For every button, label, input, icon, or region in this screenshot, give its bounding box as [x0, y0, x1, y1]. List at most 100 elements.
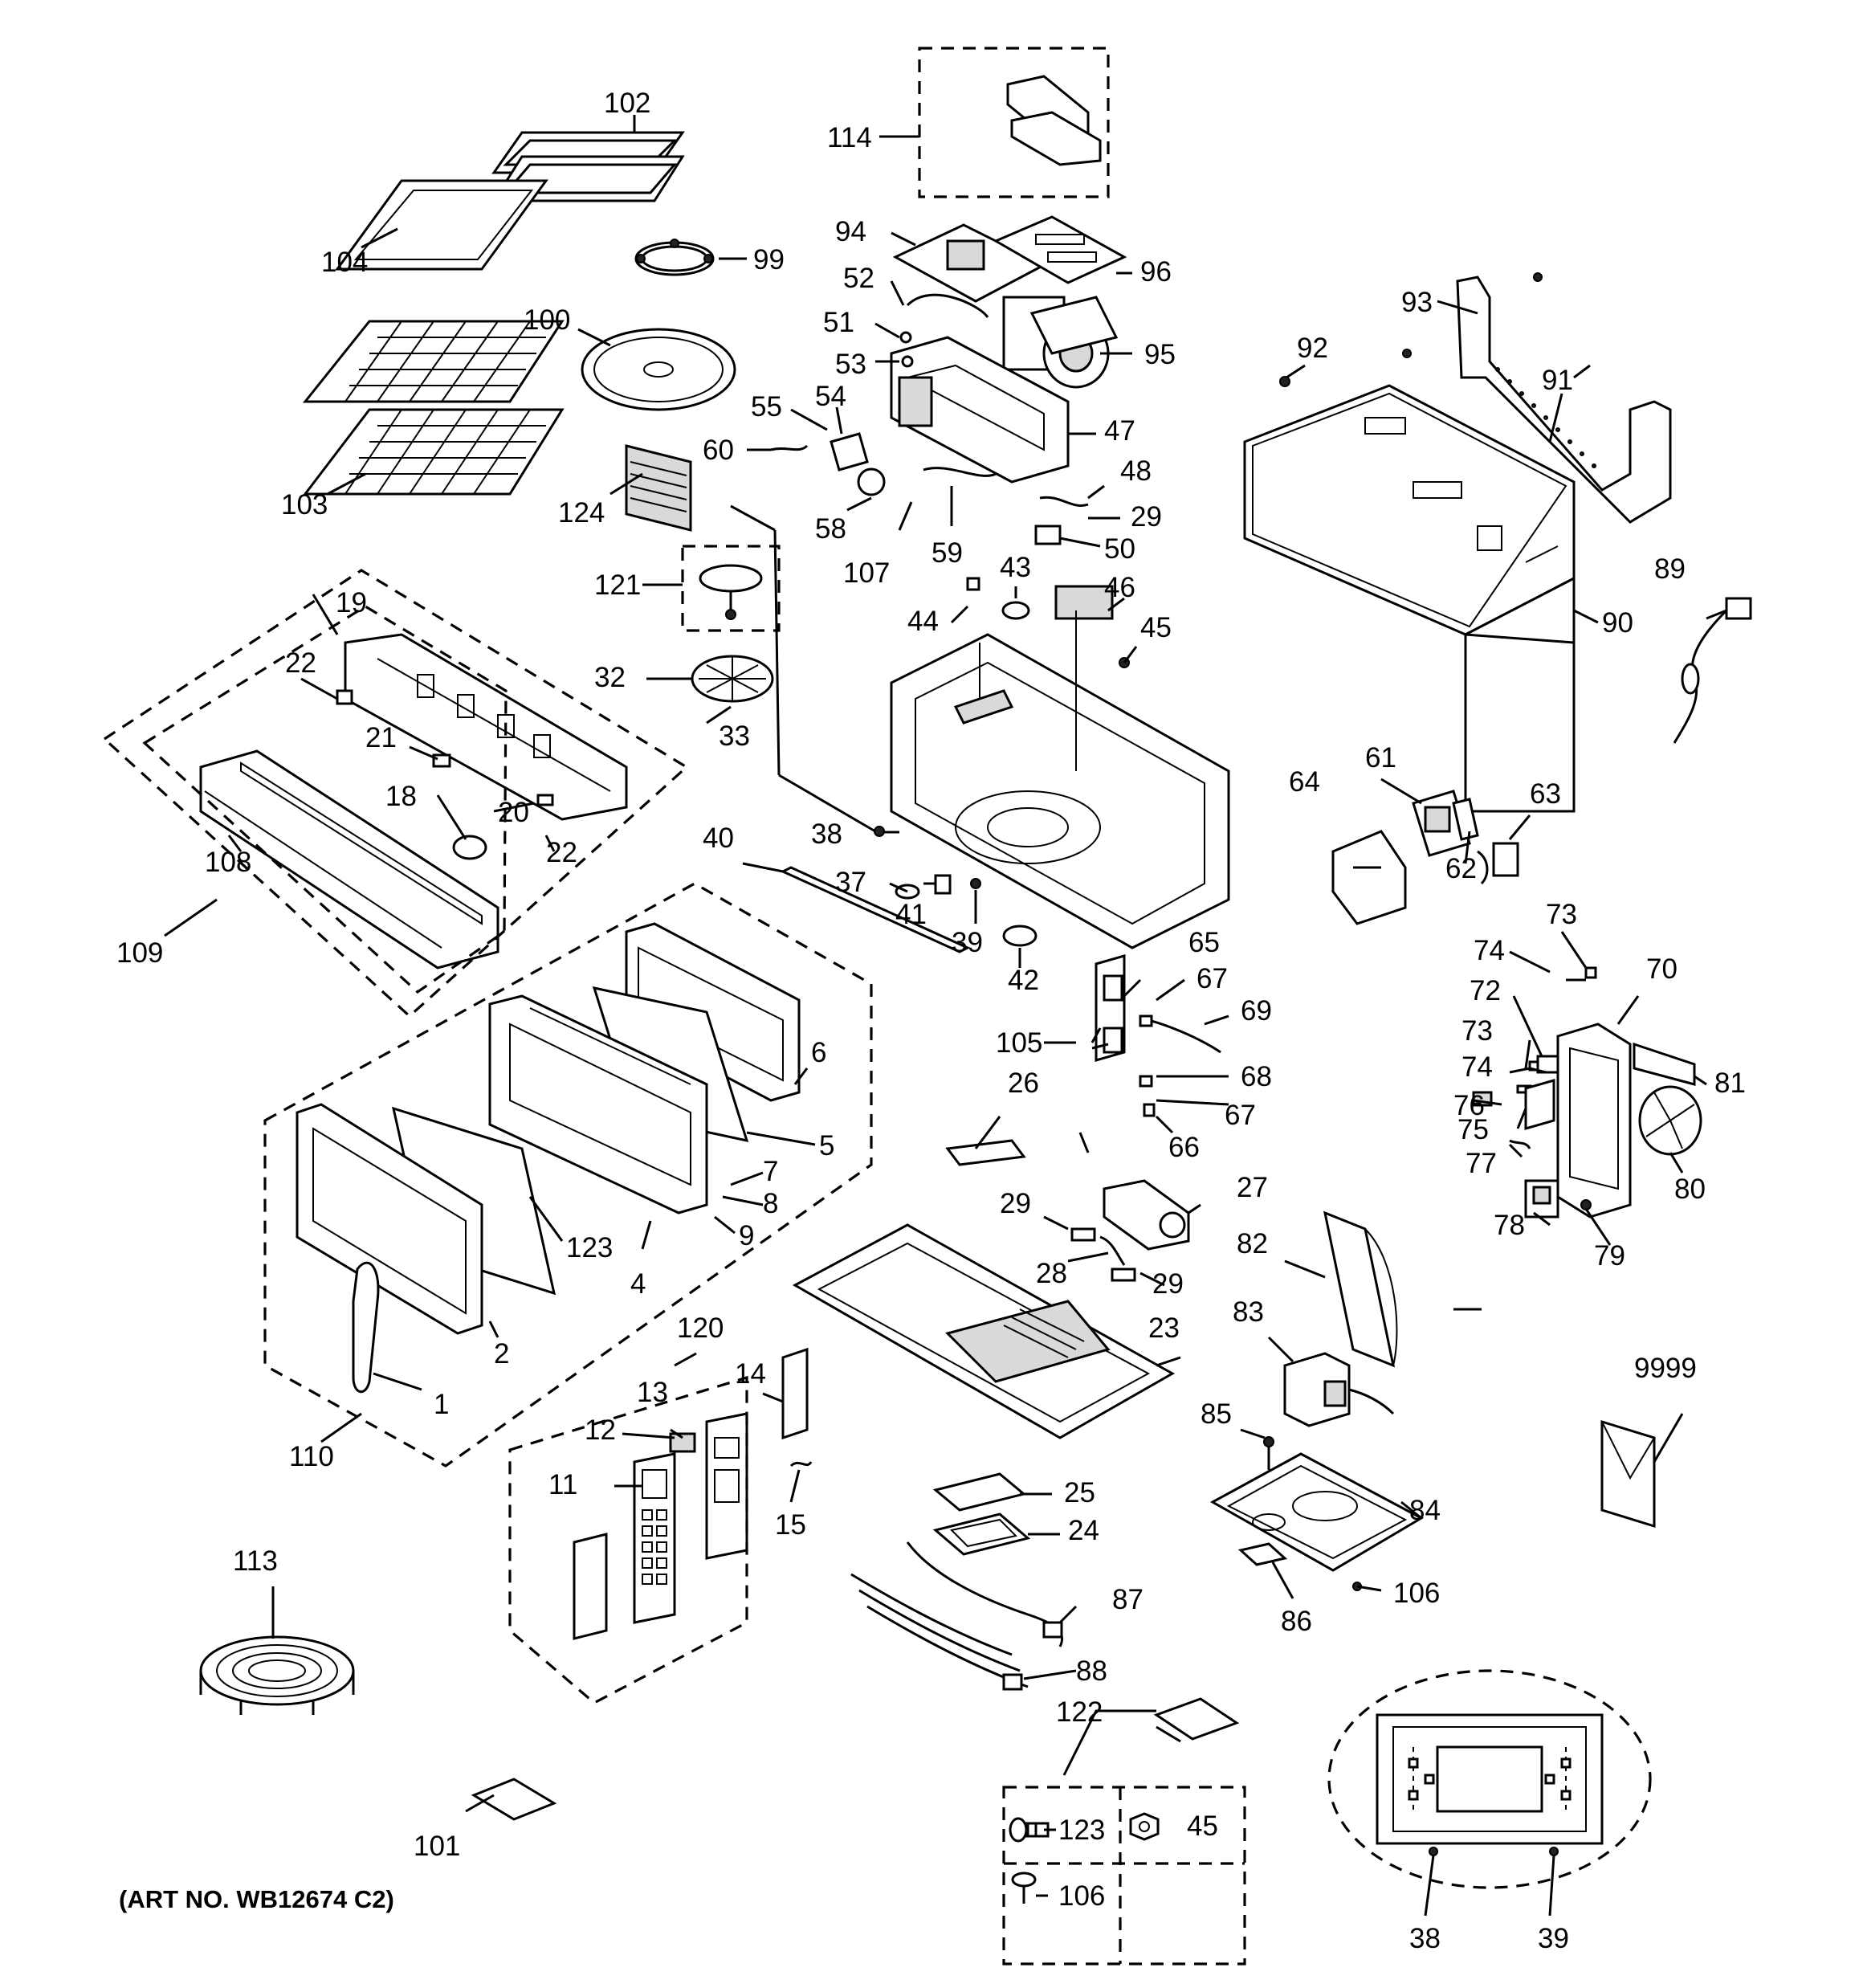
callout-85: 85: [1201, 1398, 1232, 1430]
callout-67-bottom: 67: [1225, 1100, 1256, 1131]
callout-50: 50: [1104, 533, 1135, 565]
callout-83: 83: [1233, 1296, 1264, 1328]
parts-artwork: [199, 75, 1752, 1904]
callout-43: 43: [1000, 552, 1031, 583]
part-95-fan: [1002, 296, 1119, 389]
group-122-box: [1002, 1786, 1246, 1966]
callout-32: 32: [594, 662, 626, 693]
part-42: [1002, 925, 1037, 947]
callout-84: 84: [1409, 1495, 1441, 1526]
callout-13: 13: [637, 1377, 668, 1408]
callout-70: 70: [1646, 953, 1678, 985]
callout-2: 2: [494, 1338, 509, 1370]
callout-9: 9: [739, 1220, 754, 1251]
callout-109: 109: [116, 937, 163, 969]
callout-114: 114: [827, 122, 872, 153]
callout-74-bottom: 74: [1461, 1051, 1493, 1083]
callout-96: 96: [1140, 256, 1172, 288]
callout-59: 59: [932, 537, 963, 569]
callout-76: 76: [1453, 1090, 1485, 1121]
callout-55: 55: [751, 391, 782, 423]
part-53: [901, 355, 914, 368]
part-25: [932, 1472, 1027, 1512]
part-59: [923, 467, 997, 477]
part-39: [970, 878, 981, 889]
callout-40: 40: [703, 823, 734, 854]
callout-38-inset: 38: [1409, 1923, 1441, 1954]
callout-78: 78: [1494, 1210, 1525, 1241]
group-120-outline: [508, 1375, 748, 1704]
part-template-inset: [1376, 1713, 1604, 1845]
part-123-screw: [1009, 1817, 1050, 1843]
callout-99: 99: [753, 244, 785, 276]
part-47-duct: [890, 336, 1070, 484]
part-78-motor: [1524, 1179, 1559, 1219]
part-2-door-outer: [296, 1103, 483, 1335]
callout-9999: 9999: [1634, 1353, 1697, 1384]
callout-77: 77: [1466, 1148, 1497, 1179]
callout-87: 87: [1112, 1584, 1143, 1615]
part-65-bracket: [1095, 954, 1126, 1062]
part-90-case: [1243, 384, 1576, 813]
callout-102: 102: [604, 88, 650, 119]
callout-113: 113: [233, 1545, 278, 1577]
part-15: [789, 1461, 813, 1468]
callout-121: 121: [594, 569, 641, 601]
part-82-cover: [1323, 1210, 1396, 1368]
callout-53: 53: [835, 349, 866, 380]
callout-122: 122: [1056, 1696, 1103, 1728]
part-106-screw: [1011, 1872, 1037, 1904]
part-86: [1237, 1542, 1288, 1566]
callout-46: 46: [1104, 572, 1135, 603]
callout-19: 19: [336, 587, 367, 618]
callout-39-inset: 39: [1538, 1923, 1569, 1954]
callout-33: 33: [719, 720, 750, 752]
part-51: [899, 331, 912, 344]
callout-124: 124: [558, 497, 605, 529]
callout-74-top: 74: [1474, 935, 1505, 966]
callout-23: 23: [1148, 1312, 1180, 1344]
callout-108: 108: [205, 847, 251, 878]
callout-18: 18: [385, 781, 417, 812]
callout-6: 6: [811, 1037, 826, 1068]
callout-25: 25: [1064, 1477, 1095, 1508]
part-12: [669, 1432, 696, 1453]
part-96-plate: [993, 215, 1127, 284]
part-27-light: [1103, 1179, 1190, 1251]
part-101: [471, 1778, 557, 1821]
callout-80: 80: [1674, 1174, 1706, 1205]
callout-15: 15: [775, 1509, 806, 1541]
callout-86: 86: [1281, 1606, 1312, 1637]
part-93-bracket: [1456, 276, 1672, 524]
callout-94: 94: [835, 216, 866, 247]
callout-11: 11: [548, 1469, 577, 1500]
callout-58: 58: [815, 513, 846, 545]
callout-64: 64: [1289, 766, 1320, 798]
callout-65: 65: [1188, 927, 1220, 958]
part-26: [945, 1139, 1026, 1166]
part-58: [857, 467, 886, 496]
callout-91: 91: [1542, 365, 1573, 396]
part-122: [1153, 1697, 1240, 1741]
part-63: [1492, 842, 1519, 877]
group-109-outline: [102, 569, 689, 1018]
callout-14: 14: [735, 1358, 766, 1390]
callout-88: 88: [1076, 1655, 1107, 1687]
part-75: [1524, 1079, 1555, 1130]
part-102-filter: [491, 131, 685, 202]
callout-1: 1: [434, 1389, 449, 1420]
part-99-roller-ring: [634, 239, 715, 276]
part-103-racks: [302, 320, 565, 496]
callout-81: 81: [1714, 1067, 1746, 1099]
part-94-plate: [892, 223, 1047, 303]
callout-24: 24: [1068, 1515, 1099, 1546]
callout-54: 54: [815, 381, 846, 412]
callout-100: 100: [524, 304, 570, 336]
callout-5: 5: [819, 1130, 834, 1161]
callout-103: 103: [281, 489, 328, 520]
part-61-magnetron: [1412, 790, 1479, 857]
part-4-door: [488, 994, 708, 1214]
part-124-grille: [625, 444, 692, 532]
callout-60: 60: [703, 435, 734, 466]
